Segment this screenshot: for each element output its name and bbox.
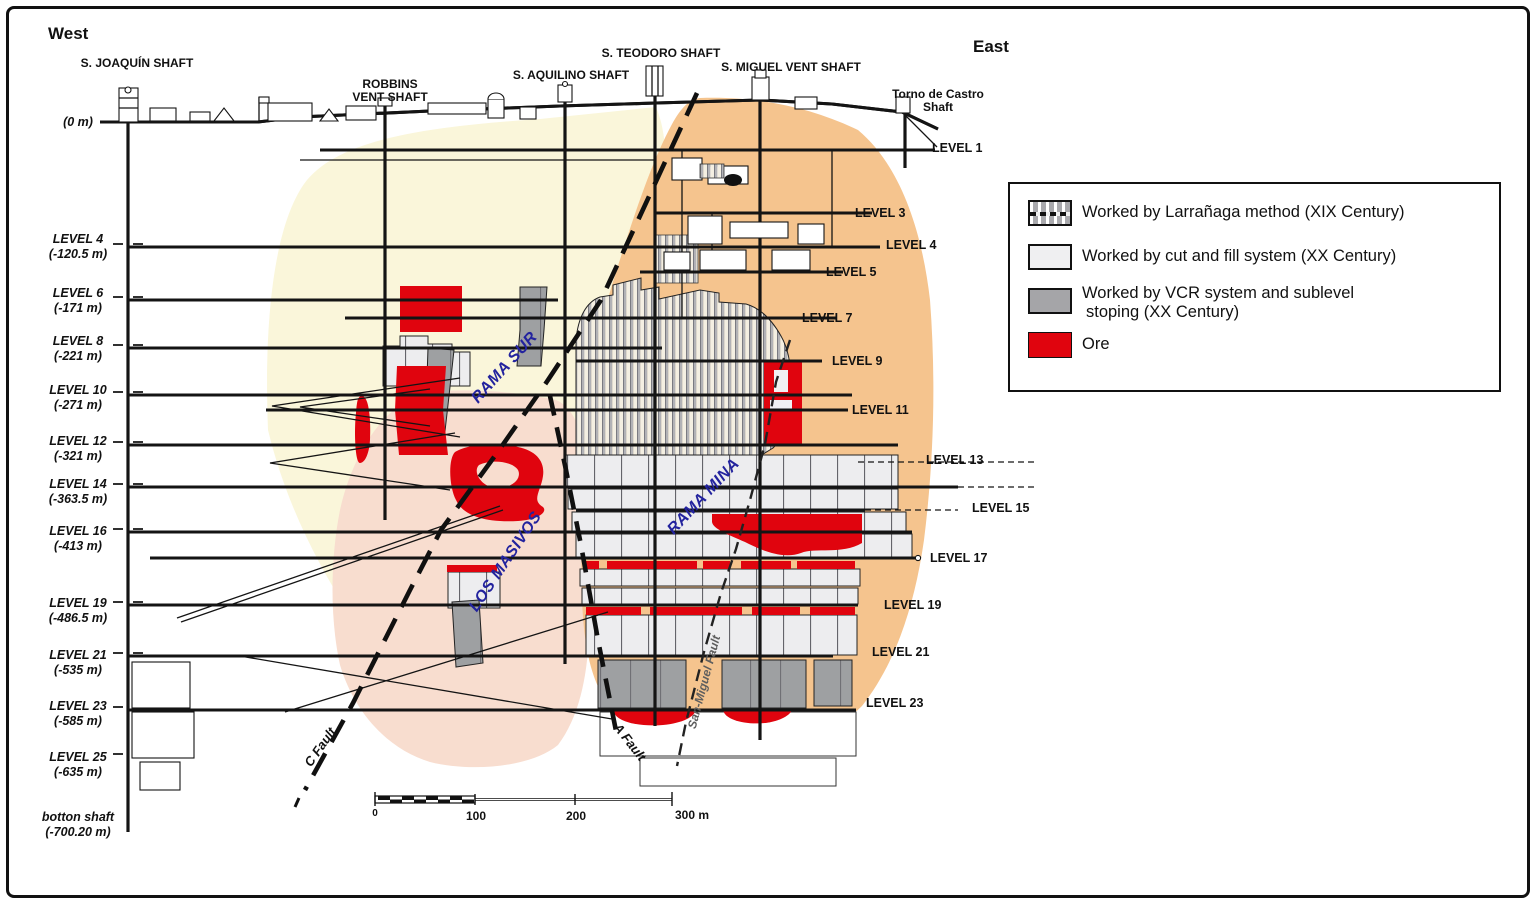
shaft-label-joaquin: S. JOAQUÍN SHAFT — [80, 56, 194, 70]
right-level-21: LEVEL 21 — [872, 645, 930, 659]
shaft-label-miguel: S. MIGUEL VENT SHAFT — [721, 60, 861, 74]
legend-label-vcr-line2: stoping (XX Century) — [1086, 303, 1240, 321]
right-level-11: LEVEL 11 — [852, 403, 909, 417]
right-level-9: LEVEL 9 — [832, 354, 883, 368]
right-level-7: LEVEL 7 — [802, 311, 853, 325]
c-fault-line — [302, 92, 700, 792]
left-level-0-label: (0 m) — [63, 115, 93, 129]
right-level-13: LEVEL 13 — [926, 453, 984, 467]
left-level-0: (0 m) — [14, 115, 142, 130]
compass-west: West — [48, 24, 89, 43]
left-level-25: LEVEL 25 (-635 m) — [49, 750, 107, 779]
shaft-label-aquilino: S. AQUILINO SHAFT — [512, 68, 630, 82]
legend-label-vcr-line1: Worked by VCR system and sublevel — [1082, 284, 1355, 302]
legend-swatch-vcr — [1028, 288, 1072, 314]
shaft-label-teodoro: S. TEODORO SHAFT — [601, 46, 721, 60]
right-level-3: LEVEL 3 — [855, 206, 906, 220]
left-level-14: LEVEL 14 (-363.5 m) — [48, 477, 108, 506]
scale-bar — [374, 792, 673, 806]
left-level-16: LEVEL 16 (-413 m) — [49, 524, 107, 553]
compass-east: East — [973, 37, 1009, 56]
upper-workings-galleries — [663, 157, 825, 271]
left-level-21: LEVEL 21 (-535 m) — [49, 648, 107, 677]
left-level-bottom-shaft: botton shaft (-700.20 m) — [41, 810, 115, 839]
right-level-19: LEVEL 19 — [884, 598, 942, 612]
fault-lines — [293, 92, 792, 808]
right-level-23: LEVEL 23 — [866, 696, 924, 710]
scale-tick-200: 200 — [565, 809, 587, 823]
shaft-label-torno: Torno de Castro Shaft — [892, 88, 984, 114]
left-level-23: LEVEL 23 (-585 m) — [49, 699, 107, 728]
right-level-17: LEVEL 17 — [930, 551, 988, 565]
legend-label-cut-and-fill: Worked by cut and fill system (XX Centur… — [1082, 247, 1397, 265]
shaft-label-torno-line1: Torno de Castro — [892, 87, 984, 101]
legend-swatch-larranaga — [1028, 200, 1072, 226]
left-level-12: LEVEL 12 (-321 m) — [49, 434, 107, 463]
legend-label-vcr: Worked by VCR system and sublevel stopin… — [1082, 284, 1354, 322]
scale-tick-0: 0 — [372, 808, 378, 819]
left-level-4-depth: (-120.5 m) — [48, 247, 108, 261]
legend: Worked by Larrañaga method (XIX Century)… — [1008, 182, 1501, 392]
left-level-19: LEVEL 19 (-486.5 m) — [48, 596, 108, 625]
level-lines — [126, 148, 1035, 712]
right-level-4: LEVEL 4 — [886, 238, 937, 252]
legend-swatch-cut-and-fill — [1028, 244, 1072, 270]
a-fault-line — [547, 395, 620, 737]
shaft-label-robbins-line1: ROBBINS — [362, 77, 418, 91]
surface-buildings — [118, 65, 911, 123]
left-level-10: LEVEL 10 (-271 m) — [49, 383, 107, 412]
right-level-15: LEVEL 15 — [972, 501, 1030, 515]
left-level-8: LEVEL 8 (-221 m) — [52, 334, 104, 363]
legend-label-larranaga: Worked by Larrañaga method (XIX Century) — [1082, 203, 1405, 221]
left-level-6: LEVEL 6 (-171 m) — [52, 286, 104, 315]
shaft-label-robbins-line2: VENT SHAFT — [352, 90, 428, 104]
ore-bodies — [355, 286, 862, 726]
legend-label-ore: Ore — [1082, 335, 1110, 353]
right-level-5: LEVEL 5 — [826, 265, 877, 279]
left-level-4: LEVEL 4 (-120.5 m) — [14, 232, 142, 262]
san-miguel-fault-line — [675, 339, 792, 767]
scale-tick-300: 300 m — [674, 808, 710, 822]
shaft-label-robbins: ROBBINS VENT SHAFT — [352, 78, 427, 104]
left-level-4-label: LEVEL 4 — [52, 232, 104, 246]
shaft-lines — [113, 94, 938, 834]
scale-tick-100: 100 — [465, 809, 487, 823]
right-level-1: LEVEL 1 — [932, 141, 983, 155]
shaft-label-torno-line2: Shaft — [923, 100, 953, 114]
legend-swatch-ore — [1028, 332, 1072, 358]
